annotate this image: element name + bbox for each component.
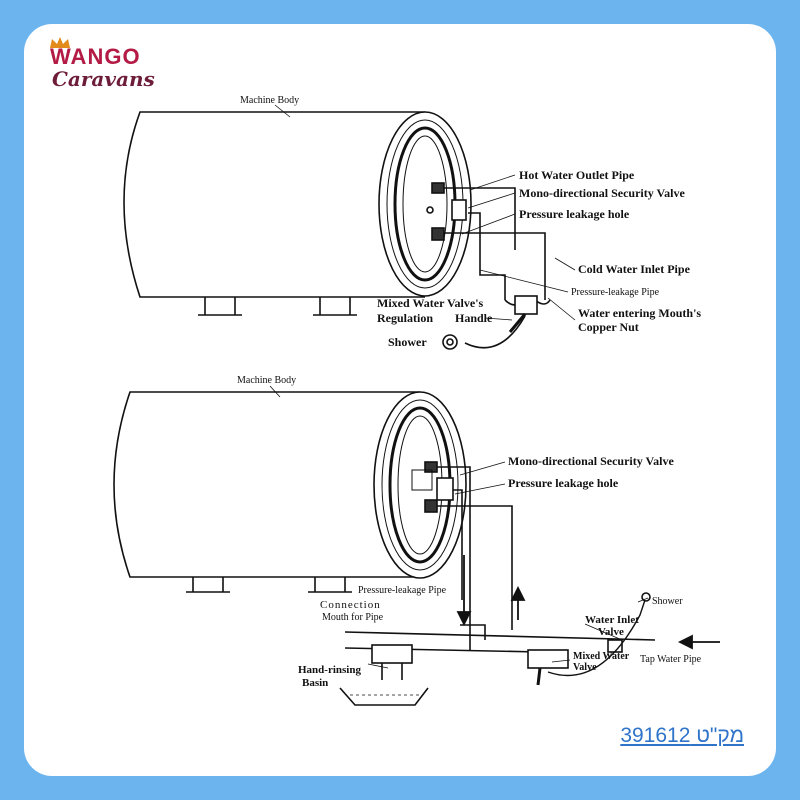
label-shower-bottom: Shower — [652, 596, 683, 607]
label-inlet-valve-1: Water Inlet — [585, 614, 639, 626]
label-pressure-hole-top: Pressure leakage hole — [519, 207, 630, 221]
water-heater-diagram: Machine Body Hot Water Outlet Pipe Mono-… — [113, 95, 720, 706]
label-pressure-pipe-top: Pressure-leakage Pipe — [571, 287, 660, 298]
label-shower-top: Shower — [388, 335, 427, 349]
label-cold-inlet: Cold Water Inlet Pipe — [578, 262, 691, 276]
flow-arrows — [456, 555, 720, 650]
brand-logo: WANGO Caravans — [50, 37, 155, 91]
label-copper-nut-1: Water entering Mouth's — [578, 306, 701, 320]
label-tap-pipe: Tap Water Pipe — [640, 654, 702, 665]
label-hot-water-outlet: Hot Water Outlet Pipe — [519, 168, 635, 182]
label-mono-valve-bottom: Mono-directional Security Valve — [508, 454, 674, 468]
label-handle: Handle — [455, 311, 493, 325]
label-mono-valve-top: Mono-directional Security Valve — [519, 186, 685, 200]
bottom-labels: Machine Body Mono-directional Security V… — [237, 375, 702, 689]
label-mixed-valve-bottom-2: Valve — [573, 662, 597, 673]
label-mixed-valve-bottom-1: Mixed Water — [573, 651, 630, 662]
label-inlet-valve-2: Valve — [598, 626, 624, 638]
label-connection-1: Connection — [320, 599, 381, 611]
image-frame: WANGO Caravans — [24, 24, 776, 776]
label-mixed-valve-top-1: Mixed Water Valve's — [377, 296, 484, 310]
top-leader-lines — [274, 104, 576, 321]
brand-name-top: WANGO — [50, 44, 141, 69]
label-pressure-pipe-bottom: Pressure-leakage Pipe — [358, 585, 447, 596]
bottom-leader-lines — [269, 385, 649, 669]
top-labels: Machine Body Hot Water Outlet Pipe Mono-… — [240, 95, 701, 349]
label-pressure-hole-bottom: Pressure leakage hole — [508, 476, 619, 490]
label-copper-nut-2: Copper Nut — [578, 320, 639, 334]
product-code[interactable]: מק"ט 391612 — [620, 724, 744, 747]
top-heater — [123, 111, 551, 350]
label-basin-1: Hand-rinsing — [298, 664, 361, 676]
label-machine-body-bottom: Machine Body — [237, 375, 296, 386]
label-connection-2: Mouth for Pipe — [322, 612, 384, 623]
label-machine-body-top: Machine Body — [240, 95, 299, 106]
crown-icon — [50, 37, 70, 48]
brand-name-bottom: Caravans — [52, 67, 155, 91]
label-basin-2: Basin — [302, 677, 328, 689]
label-mixed-valve-top-2: Regulation — [377, 311, 433, 325]
bottom-heater — [113, 391, 656, 706]
